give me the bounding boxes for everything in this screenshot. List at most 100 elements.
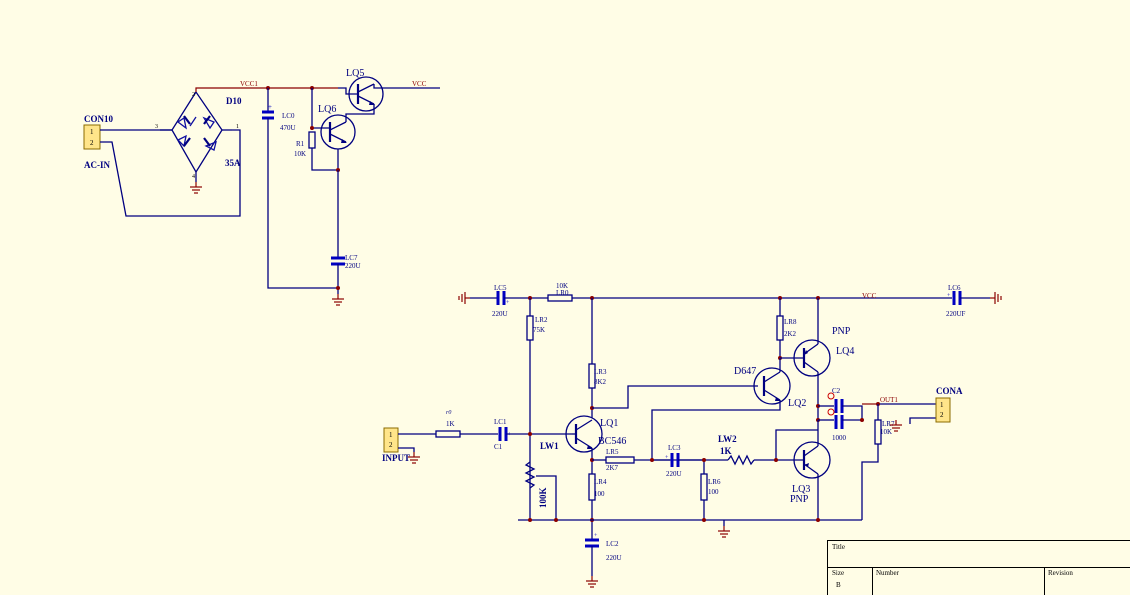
r0-resistor[interactable] <box>435 430 461 438</box>
cona-ref: CONA <box>936 386 963 396</box>
amplifier-section: + LC5 220U 10K LR0 VCC + LC6 220UF <box>382 282 1002 588</box>
ground-symbol <box>189 181 203 194</box>
ground-symbol <box>717 525 731 538</box>
lr5-ref: LR5 <box>606 448 619 456</box>
bridge-pin2: 2 <box>192 92 195 98</box>
r1-ref: R1 <box>296 140 305 148</box>
lr5-value: 2K7 <box>606 464 619 472</box>
lq2-ref: LQ2 <box>788 398 806 409</box>
lr2-resistor[interactable] <box>526 298 534 520</box>
lr4-ref: LR4 <box>594 478 607 486</box>
svg-text:+: + <box>508 432 512 438</box>
revision-label: Revision <box>1048 569 1073 577</box>
cona-pin2: 2 <box>940 411 944 419</box>
lr5-resistor[interactable] <box>605 456 635 464</box>
lr2-value: 75K <box>533 326 545 334</box>
size-cell: Size B <box>828 567 873 595</box>
bridge-rating: 35A <box>225 158 241 168</box>
info-row: Size B Number Revision <box>828 567 1130 595</box>
lr4-value: 100 <box>594 490 605 498</box>
lc1-ref: LC1 <box>494 418 507 426</box>
lq5-ref: LQ5 <box>346 68 364 79</box>
lc7-value: 220U <box>345 262 361 270</box>
lq1-transistor[interactable] <box>565 415 603 474</box>
lq1-type: BC546 <box>598 436 626 447</box>
lw1-potentiometer[interactable] <box>524 461 557 520</box>
con10-ref: CON10 <box>84 114 113 124</box>
lc0-ref: LC0 <box>282 112 295 120</box>
lc7-ref: LC7 <box>345 254 358 262</box>
lw1-value: 100K <box>538 487 548 508</box>
lr3-value: 8K2 <box>594 378 607 386</box>
size-label: Size <box>832 569 845 577</box>
lq1-ref: LQ1 <box>600 418 618 429</box>
lc3-ref: LC3 <box>668 444 681 452</box>
svg-text:+: + <box>506 300 510 306</box>
lr6-ref: LR6 <box>708 478 721 486</box>
svg-text:+: + <box>947 293 951 299</box>
input-pin1: 1 <box>389 431 393 439</box>
lc5-ref: LC5 <box>494 284 507 292</box>
lq6-transistor[interactable] <box>312 104 375 168</box>
c2-ref: C2 <box>832 387 841 395</box>
lr7-value: 10K <box>880 428 892 436</box>
lc6-capacitor[interactable]: + <box>947 291 962 305</box>
input-connector[interactable]: 1 2 <box>383 427 399 453</box>
bridge-pin3: 3 <box>155 124 158 130</box>
r0-value: 1K <box>446 420 455 428</box>
svg-text:+: + <box>594 533 598 539</box>
lq4-type: PNP <box>832 326 851 337</box>
lw2-ref: LW2 <box>718 434 737 444</box>
lr0-value: 10K <box>556 282 568 290</box>
lr2-ref: LR2 <box>535 316 548 324</box>
cona-connector[interactable]: 1 2 <box>935 397 951 423</box>
title-block: Title Size B Number Revision <box>827 540 1130 595</box>
title-row: Title <box>828 541 1130 568</box>
lr3-ref: LR3 <box>594 368 607 376</box>
lc0-value: 470U <box>280 124 296 132</box>
lq6-ref: LQ6 <box>318 104 336 115</box>
lq3-transistor[interactable] <box>793 420 831 520</box>
revision-cell: Revision <box>1044 567 1130 595</box>
lw1-ref: LW1 <box>540 441 559 451</box>
number-cell: Number <box>872 567 1045 595</box>
c2-value: 1000 <box>832 434 847 442</box>
lc2-ref: LC2 <box>606 540 619 548</box>
net-vcc-top: VCC <box>412 80 427 88</box>
con10-pin2: 2 <box>90 139 94 147</box>
lq4-transistor[interactable] <box>780 298 831 420</box>
lc3-value: 220U <box>666 470 682 478</box>
lc2-capacitor[interactable]: + <box>585 533 599 576</box>
bridge-pin4: 4 <box>192 174 195 180</box>
lr8-value: 2K2 <box>784 330 797 338</box>
lc0-capacitor[interactable]: + <box>262 88 338 289</box>
con10-connector[interactable]: 1 2 <box>83 124 101 150</box>
svg-text:+: + <box>665 455 669 461</box>
r1-value: 10K <box>294 150 306 158</box>
ground-symbol <box>585 575 599 588</box>
lc7-capacitor[interactable] <box>331 170 345 294</box>
lr8-resistor[interactable] <box>776 298 784 360</box>
con10-pin1: 1 <box>90 128 94 136</box>
lr3-resistor[interactable] <box>588 298 596 418</box>
lq2-transistor[interactable] <box>651 358 791 460</box>
con10-label: AC-IN <box>84 160 110 170</box>
bridge-rectifier[interactable] <box>171 90 223 174</box>
r1-resistor[interactable] <box>308 88 338 171</box>
bridge-ref: D10 <box>226 96 242 106</box>
lc1-value: C1 <box>494 443 503 451</box>
lr6-resistor[interactable] <box>700 473 708 520</box>
lc2-value: 220U <box>606 554 622 562</box>
lq2-type: D647 <box>734 366 756 377</box>
lr7-ref: LR7 <box>882 420 895 428</box>
cona-pin1: 1 <box>940 401 944 409</box>
lq5-transistor[interactable] <box>338 76 440 112</box>
net-out1: OUT1 <box>880 396 898 404</box>
c2-capacitor[interactable] <box>827 392 844 429</box>
lq4-ref: LQ4 <box>836 346 854 357</box>
input-ref: INPUT <box>382 453 410 463</box>
title-label: Title <box>832 543 845 551</box>
lr7-resistor[interactable] <box>861 404 882 520</box>
lw2-value: 1K <box>720 446 732 456</box>
